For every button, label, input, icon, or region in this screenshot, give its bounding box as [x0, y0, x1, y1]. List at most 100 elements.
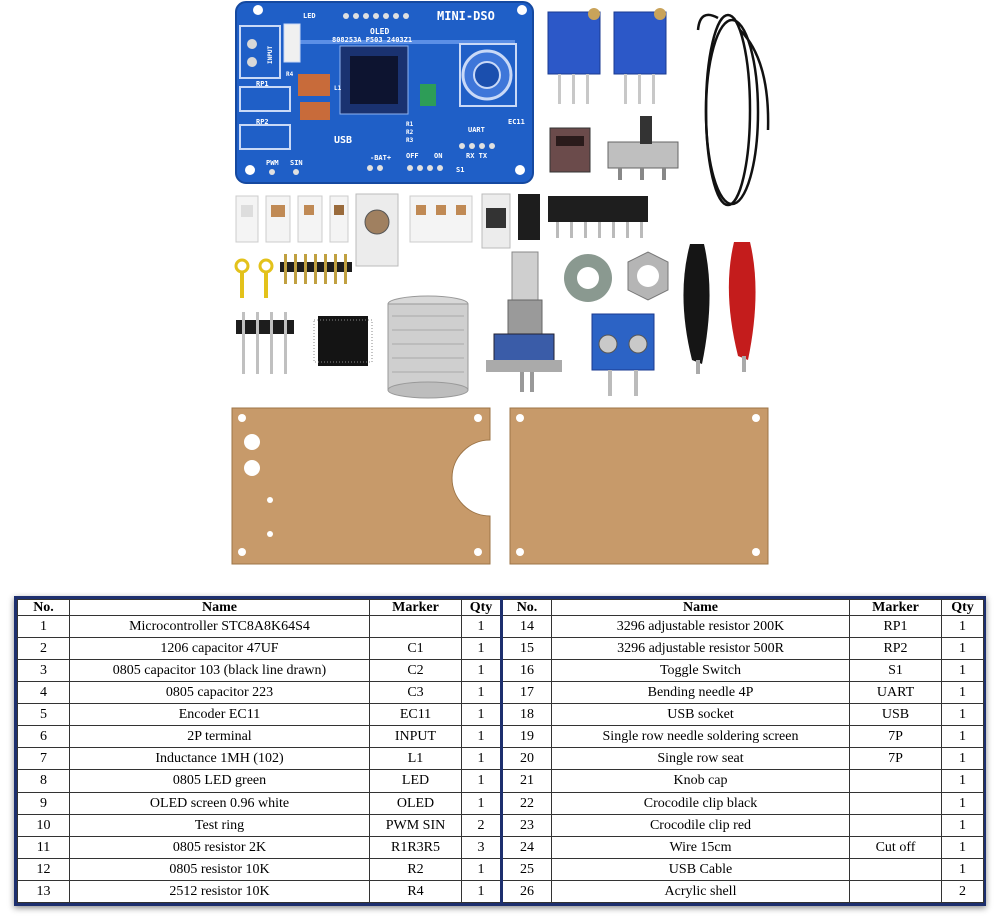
cell-name: USB Cable: [551, 857, 850, 881]
pcb-l1-label: L1: [334, 85, 342, 92]
acrylic-shell-right: [509, 407, 769, 565]
cell-qty: 1: [941, 813, 984, 837]
cell-qty: 1: [461, 703, 502, 727]
cell-name: 0805 LED green: [69, 769, 370, 793]
cell-no: 6: [17, 725, 70, 749]
cell-marker: PWM SIN: [369, 813, 462, 837]
cell-name: OLED screen 0.96 white: [69, 791, 370, 815]
cell-qty: 1: [461, 879, 502, 904]
pcb-title: MINI-DSO: [437, 9, 495, 23]
cell-qty: 1: [461, 659, 502, 683]
cell-name: Crocodile clip black: [551, 791, 850, 815]
cell-no: 10: [17, 813, 70, 837]
header-no-left: No.: [17, 599, 70, 616]
cell-name: 2P terminal: [69, 725, 370, 749]
cell-marker: S1: [849, 659, 942, 683]
cell-name: Knob cap: [551, 769, 850, 793]
cell-marker: RP1: [849, 614, 942, 639]
cell-marker: USB: [849, 703, 942, 727]
cell-name: Inductance 1MH (102): [69, 747, 370, 771]
rotary-encoder: [486, 251, 562, 392]
header-marker-right: Marker: [849, 599, 942, 616]
cell-marker: OLED: [369, 791, 462, 815]
header-marker-left: Marker: [369, 599, 462, 616]
mcu-chip: [313, 316, 373, 366]
cell-marker: L1: [369, 747, 462, 771]
cell-name: Test ring: [69, 813, 370, 837]
cell-qty: 1: [941, 659, 984, 683]
cell-name: 0805 resistor 2K: [69, 835, 370, 859]
pcb-board: MINI-DSO OLED 808253A P503 2403Z1 LED IN…: [235, 1, 534, 184]
cell-name: 0805 resistor 10K: [69, 857, 370, 881]
header-qty-left: Qty: [461, 599, 502, 616]
cell-marker: UART: [849, 681, 942, 705]
cell-name: 2512 resistor 10K: [69, 879, 370, 904]
cell-marker: Cut off: [849, 835, 942, 859]
cell-qty: 1: [941, 791, 984, 815]
cell-marker: R2: [369, 857, 462, 881]
cell-qty: 1: [461, 747, 502, 771]
pcb-r4-label: R4: [286, 71, 294, 78]
cell-marker: [849, 791, 942, 815]
cell-no: 19: [500, 725, 552, 749]
cell-marker: [849, 813, 942, 837]
pcb-rxtx-label: RX TX: [466, 152, 488, 160]
cell-name: Wire 15cm: [551, 835, 850, 859]
knob-cap: [387, 295, 469, 399]
pcb-r2-label: R2: [406, 129, 414, 136]
cell-name: USB socket: [551, 703, 850, 727]
kit-photo: MINI-DSO OLED 808253A P503 2403Z1 LED IN…: [231, 1, 770, 565]
cell-qty: 1: [941, 703, 984, 727]
cell-qty: 1: [941, 857, 984, 881]
header-no-right: No.: [500, 599, 552, 616]
cell-qty: 3: [461, 835, 502, 859]
cell-qty: 1: [461, 614, 502, 639]
cell-no: 4: [17, 681, 70, 705]
cell-no: 8: [17, 769, 70, 793]
cell-qty: 1: [941, 614, 984, 639]
cell-no: 14: [500, 614, 552, 639]
cell-no: 13: [17, 879, 70, 904]
cell-no: 16: [500, 659, 552, 683]
cell-qty: 2: [461, 813, 502, 837]
cell-no: 1: [17, 614, 70, 639]
cell-no: 26: [500, 879, 552, 904]
washer-and-nut: [564, 251, 669, 302]
pcb-oled-label: OLED: [370, 27, 389, 36]
cell-marker: EC11: [369, 703, 462, 727]
cell-marker: INPUT: [369, 725, 462, 749]
cell-qty: 1: [461, 857, 502, 881]
cell-qty: 1: [941, 681, 984, 705]
cell-no: 25: [500, 857, 552, 881]
pcb-sin-label: SIN: [290, 159, 303, 167]
crocodile-clips: [683, 242, 756, 374]
bom-table-frame: No. Name Marker Qty No. Name Marker Qty …: [14, 596, 986, 906]
cell-marker: [849, 769, 942, 793]
pcb-bat-label: -BAT+: [370, 154, 391, 162]
cell-no: 22: [500, 791, 552, 815]
cell-marker: C2: [369, 659, 462, 683]
cell-qty: 1: [461, 791, 502, 815]
cell-qty: 1: [941, 747, 984, 771]
cell-qty: 1: [941, 769, 984, 793]
cell-marker: C1: [369, 637, 462, 661]
pcb-s1-label: S1: [456, 166, 464, 174]
header-name-right: Name: [551, 599, 850, 616]
cell-name: Single row seat: [551, 747, 850, 771]
cell-marker: [849, 857, 942, 881]
pcb-input-label: INPUT: [267, 46, 274, 64]
cell-qty: 1: [461, 769, 502, 793]
pcb-led-label: LED: [303, 12, 316, 20]
pcb-usb-label: USB: [334, 135, 352, 146]
usb-socket-and-switch: [549, 116, 679, 180]
pcb-ec11-label: EC11: [508, 118, 525, 126]
